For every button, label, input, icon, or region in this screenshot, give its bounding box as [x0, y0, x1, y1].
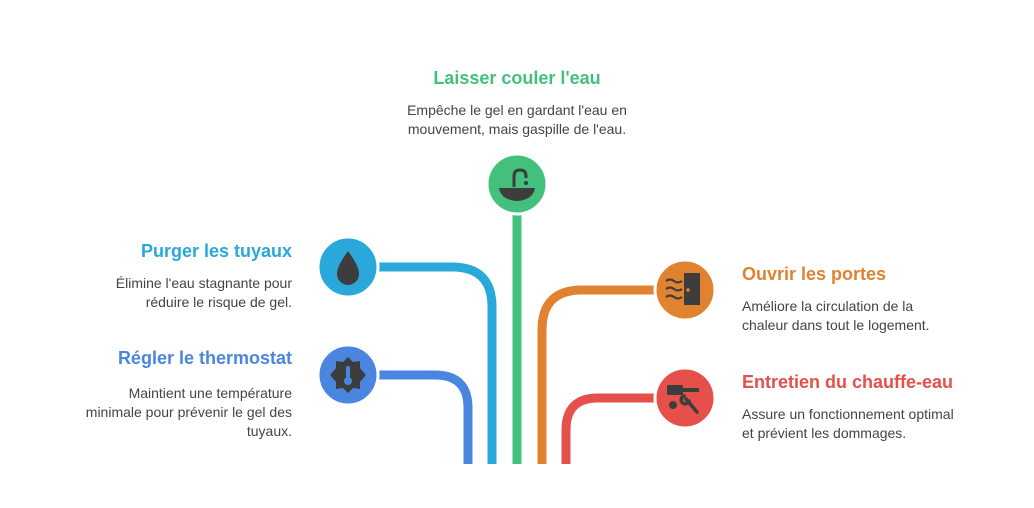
title-doors: Ouvrir les portes	[742, 264, 887, 284]
desc-water: Empêche le gel en gardant l'eau en mouve…	[372, 101, 662, 139]
connector-blue	[376, 262, 497, 464]
desc-heater-line: Assure un fonctionnement optimal	[742, 406, 954, 422]
door-airflow-icon	[653, 258, 717, 322]
desc-thermostat-line: minimale pour prévenir le gel des	[85, 404, 292, 420]
desc-doors: Améliore la circulation de la chaleur da…	[742, 297, 1002, 335]
thermostat-gear-icon	[316, 343, 380, 407]
desc-purge-line: Élimine l'eau stagnante pour	[115, 275, 292, 291]
sink-faucet-icon	[485, 152, 549, 216]
desc-heater-line: et prévient les dommages.	[742, 425, 907, 441]
water-drop-icon	[316, 235, 380, 299]
title-heater: Entretien du chauffe-eau	[742, 372, 954, 392]
connector-indigo	[376, 370, 473, 464]
desc-doors-line: Améliore la circulation de la	[742, 298, 914, 314]
desc-purge: Élimine l'eau stagnante pour réduire le …	[52, 274, 292, 312]
desc-thermostat-line: Maintient une température	[128, 385, 292, 401]
desc-purge-line: réduire le risque de gel.	[145, 294, 292, 310]
title-water: Laisser couler l'eau	[433, 68, 601, 88]
desc-water-line: mouvement, mais gaspille de l'eau.	[407, 121, 627, 137]
title-thermostat: Régler le thermostat	[117, 348, 292, 368]
water-heater-wrench-icon	[653, 366, 717, 430]
connector-red	[561, 393, 657, 464]
desc-thermostat: Maintient une température minimale pour …	[32, 384, 292, 441]
desc-heater: Assure un fonctionnement optimal et prév…	[742, 405, 1012, 443]
desc-doors-line: chaleur dans tout le logement.	[742, 317, 930, 333]
desc-thermostat-line: tuyaux.	[246, 423, 292, 439]
desc-water-line: Empêche le gel en gardant l'eau en	[407, 102, 627, 118]
connector-orange	[537, 285, 657, 464]
title-purge: Purger les tuyaux	[140, 241, 292, 261]
